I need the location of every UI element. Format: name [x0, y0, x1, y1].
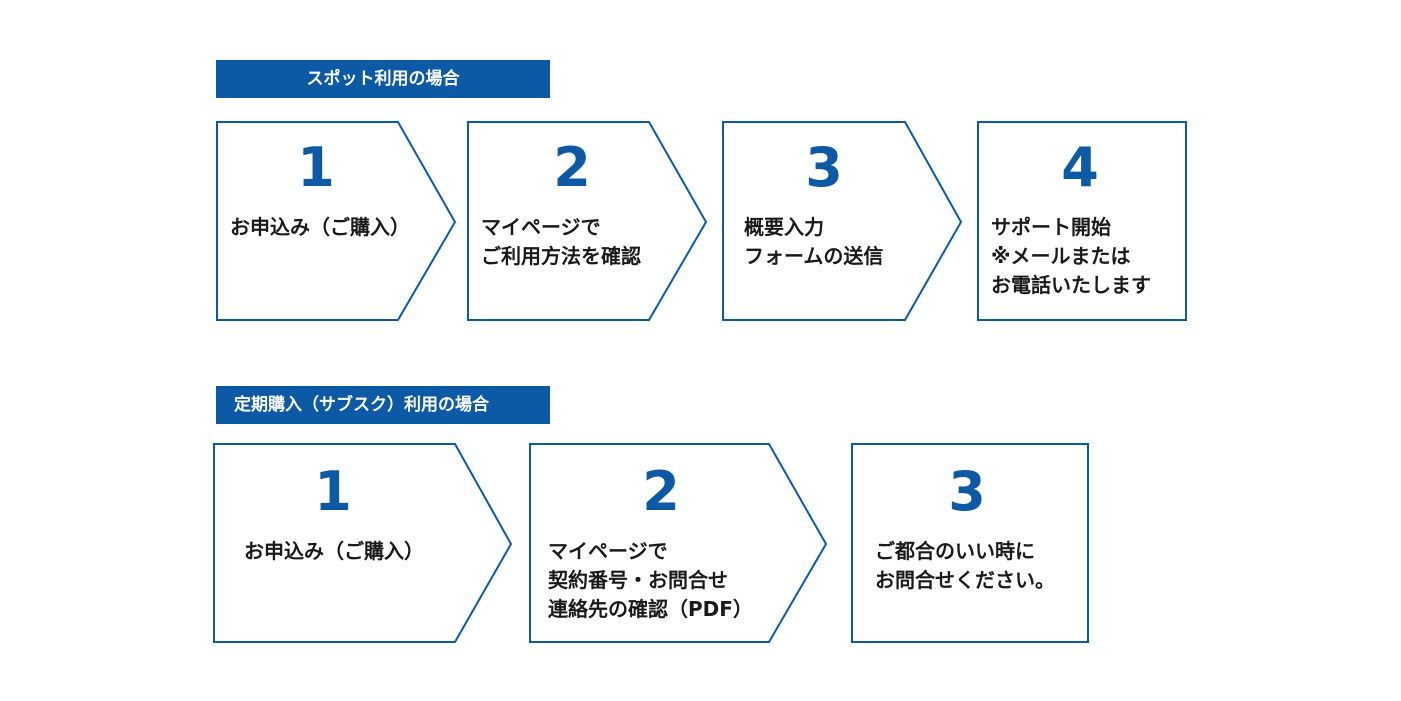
step-text-line: お問合せください。 [875, 568, 1055, 592]
step-text-line: マイページで [548, 539, 668, 563]
arrow-shape [529, 443, 828, 643]
step-number: 3 [948, 460, 986, 523]
step-text: お申込み（ご購入） [244, 537, 424, 566]
step-text-line: 概要入力 [744, 215, 824, 239]
step-text-line: ご利用方法を確認 [481, 244, 641, 268]
step-number: 3 [805, 136, 843, 199]
step-number: 1 [297, 136, 335, 199]
step-text-line: サポート開始 [991, 215, 1111, 239]
step-text-line: ご都合のいい時に [875, 539, 1035, 563]
step-text: サポート開始 ※メールまたは お電話いたします [991, 213, 1151, 300]
arrow-shape [467, 121, 708, 321]
spot-step-1: 1 お申込み（ご購入） [216, 121, 458, 323]
arrow-shape [216, 121, 457, 321]
subscription-step-2: 2 マイページで 契約番号・お問合せ 連絡先の確認（PDF） [529, 443, 831, 645]
step-text-line: フォームの送信 [744, 244, 884, 268]
step-text-line: 連絡先の確認（PDF） [548, 597, 753, 621]
step-number: 4 [1061, 136, 1099, 199]
step-text-line: ※メールまたは [991, 244, 1131, 268]
step-text: マイページで 契約番号・お問合せ 連絡先の確認（PDF） [548, 537, 753, 624]
step-text: ご都合のいい時に お問合せください。 [875, 537, 1055, 595]
step-text: マイページで ご利用方法を確認 [481, 213, 641, 271]
arrow-shape [213, 443, 513, 643]
section-header-subscription: 定期購入（サブスク）利用の場合 [216, 386, 550, 424]
section-header-spot: スポット利用の場合 [216, 60, 550, 98]
step-text-line: お申込み（ご購入） [244, 539, 424, 563]
step-text-line: お電話いたします [991, 273, 1151, 297]
step-text-line: お申込み（ご購入） [230, 215, 410, 239]
spot-step-2: 2 マイページで ご利用方法を確認 [467, 121, 709, 323]
box-shape [851, 443, 1089, 643]
subscription-step-3: 3 ご都合のいい時に お問合せください。 [851, 443, 1090, 645]
step-number: 2 [642, 460, 680, 523]
arrow-shape [722, 121, 963, 321]
box-shape [977, 121, 1187, 321]
step-text: 概要入力 フォームの送信 [744, 213, 883, 271]
spot-step-4: 4 サポート開始 ※メールまたは お電話いたします [977, 121, 1188, 323]
step-text: お申込み（ご購入） [230, 213, 410, 242]
step-text-line: 契約番号・お問合せ [548, 568, 728, 592]
spot-step-3: 3 概要入力 フォームの送信 [722, 121, 964, 323]
step-number: 2 [553, 136, 591, 199]
step-text-line: マイページで [481, 215, 601, 239]
subscription-step-1: 1 お申込み（ご購入） [213, 443, 515, 645]
step-number: 1 [314, 460, 352, 523]
